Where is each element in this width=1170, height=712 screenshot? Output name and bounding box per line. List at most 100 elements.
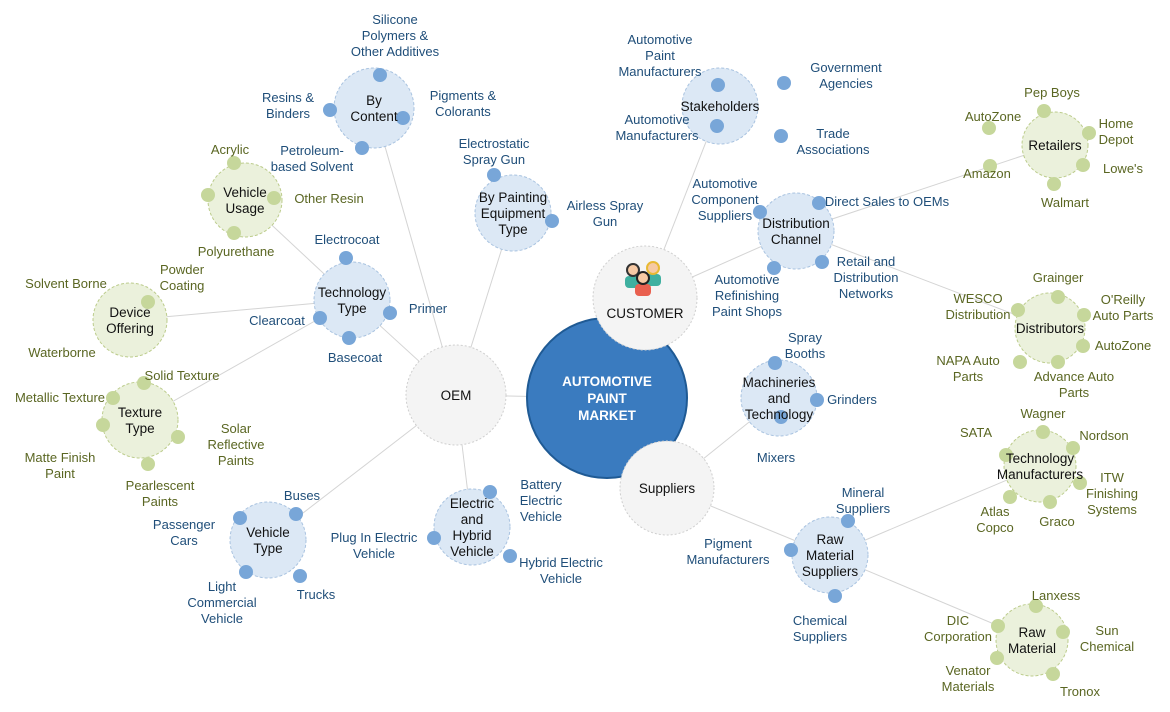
leaf-label: Nordson	[1079, 428, 1128, 443]
leaf-label: Direct Sales to OEMs	[825, 194, 950, 209]
leaf-label: Buses	[284, 488, 321, 503]
leaf-dot	[999, 448, 1013, 462]
category-label-line: Material	[806, 548, 854, 563]
leaf-label-line: Automotive	[692, 176, 757, 191]
hub-label: OEM	[441, 388, 472, 403]
center-label-line: MARKET	[578, 408, 636, 423]
category-label-line: Machineries	[743, 375, 816, 390]
leaf-dot	[983, 159, 997, 173]
leaf-label: Amazon	[963, 166, 1011, 181]
leaf-label: Resins &Binders	[262, 90, 314, 121]
leaf-dot	[503, 549, 517, 563]
leaf-label-line: Basecoat	[328, 350, 383, 365]
leaf-dot	[201, 188, 215, 202]
leaf-label-line: Booths	[785, 346, 826, 361]
leaf-dot	[710, 119, 724, 133]
leaf-label-line: Amazon	[963, 166, 1011, 181]
leaf-dot	[545, 214, 559, 228]
hub-oem[interactable]: OEM	[405, 344, 507, 446]
hub-customer[interactable]: CUSTOMER	[592, 245, 698, 351]
leaf-label-line: Lowe's	[1103, 161, 1144, 176]
leaf-dot	[141, 457, 155, 471]
leaf-dot	[1046, 667, 1060, 681]
leaf-label: Walmart	[1041, 195, 1089, 210]
category-label-line: Retailers	[1028, 138, 1082, 153]
category-label-line: Suppliers	[802, 564, 859, 579]
leaf-label-line: Paints	[218, 453, 255, 468]
leaf-label-line: Paint	[45, 466, 75, 481]
leaf-label-line: Electric	[520, 493, 563, 508]
leaf-label-line: Suppliers	[698, 208, 753, 223]
leaf-label-line: Petroleum-	[280, 143, 344, 158]
category-label-line: Electric	[450, 496, 495, 511]
leaf-label-line: Solar	[221, 421, 252, 436]
leaf-label-line: Mineral	[842, 485, 885, 500]
leaf-label-line: Spray Gun	[463, 152, 525, 167]
leaf-label-line: Atlas	[981, 504, 1010, 519]
leaf-label-line: Vehicle	[201, 611, 243, 626]
hub-suppliers[interactable]: Suppliers	[619, 440, 715, 536]
leaf-label-line: DIC	[947, 613, 969, 628]
leaf-dot	[313, 311, 327, 325]
leaf-label-line: Metallic Texture	[15, 390, 105, 405]
leaf-dot	[141, 295, 155, 309]
leaf-dot	[1077, 308, 1091, 322]
leaf-label: Wagner	[1020, 406, 1066, 421]
hub-circle	[592, 245, 698, 351]
leaf-dot	[293, 569, 307, 583]
leaf-label-line: Pearlescent	[126, 478, 195, 493]
leaf-label-line: Automotive	[624, 112, 689, 127]
category-label-line: By	[366, 93, 382, 108]
leaf-label-line: Direct Sales to OEMs	[825, 194, 950, 209]
person-head	[646, 261, 660, 275]
leaf-dot	[487, 168, 501, 182]
leaf-dot	[239, 565, 253, 579]
leaf-label: Graco	[1039, 514, 1074, 529]
category-label-line: Type	[125, 421, 154, 436]
leaf-label-line: Clearcoat	[249, 313, 305, 328]
leaf-label: Solid Texture	[145, 368, 220, 383]
leaf-dot	[323, 103, 337, 117]
leaf-label-line: Parts	[1059, 385, 1090, 400]
leaf-label: Tronox	[1060, 684, 1100, 699]
leaf-dot	[991, 619, 1005, 633]
leaf-dot	[1003, 490, 1017, 504]
leaf-dot	[427, 531, 441, 545]
leaf-label-line: Graco	[1039, 514, 1074, 529]
leaf-label-line: Solid Texture	[145, 368, 220, 383]
